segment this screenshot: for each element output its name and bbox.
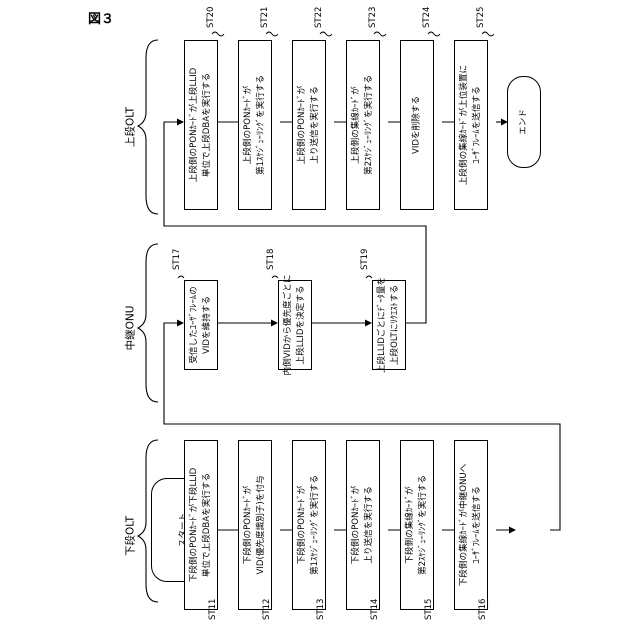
step-text-st22: 上段側のPONｶｰﾄﾞが上り送信を実行する	[296, 86, 322, 165]
step-line: 第1ｽｹｼﾞｭｰﾘﾝｸﾞを実行する	[255, 75, 268, 175]
step-line: 下段側の集線ｶｰﾄﾞが中継ONUへ	[458, 464, 471, 587]
step-line: VID(優先度識別子)を付与	[255, 475, 268, 574]
step-text-st20: 上段側のPONｶｰﾄﾞが上段LLID単位で上段DBAを実行する	[188, 68, 214, 182]
step-id-st22: ST22	[314, 7, 324, 28]
step-box-st24: VIDを削除する	[400, 40, 434, 210]
step-id-st17: ST17	[172, 249, 182, 270]
step-box-st14: 下段側のPONｶｰﾄﾞが上り送信を実行する	[346, 440, 380, 610]
step-text-st21: 上段側のPONｶｰﾄﾞが第1ｽｹｼﾞｭｰﾘﾝｸﾞを実行する	[242, 75, 268, 175]
step-id-st14: ST14	[370, 599, 380, 620]
lane-title-lower: 下段OLT	[123, 516, 138, 556]
step-box-st20: 上段側のPONｶｰﾄﾞが上段LLID単位で上段DBAを実行する	[184, 40, 218, 210]
step-id-st19: ST19	[360, 249, 370, 270]
step-id-st23: ST23	[368, 7, 378, 28]
step-line: 上段OLTにﾘｸｴｽﾄする	[389, 277, 402, 373]
step-box-st17: 受信したﾕｰｻﾞﾌﾚｰﾑのVIDを維持する	[184, 280, 218, 370]
step-line: ﾕｰｻﾞﾌﾚｰﾑを送信する	[471, 464, 484, 587]
step-id-st21: ST21	[260, 7, 270, 28]
leader-st23	[374, 32, 386, 36]
step-line: 第2ｽｹｼﾞｭｰﾘﾝｸﾞを実行する	[417, 475, 430, 575]
step-line: 受信したﾕｰｻﾞﾌﾚｰﾑの	[188, 286, 201, 363]
step-box-st18: 内側VIDから優先度ごとに上段LLIDを決定する	[278, 280, 312, 370]
step-line: 上り送信を実行する	[309, 86, 322, 165]
step-box-st16: 下段側の集線ｶｰﾄﾞが中継ONUへﾕｰｻﾞﾌﾚｰﾑを送信する	[454, 440, 488, 610]
step-line: 上段側のPONｶｰﾄﾞが上段LLID	[188, 68, 201, 182]
step-id-st24: ST24	[422, 7, 432, 28]
step-box-st11: 下段側のPONｶｰﾄﾞが下段LLID単位で上段DBAを実行する	[184, 440, 218, 610]
step-line: ﾕｰｻﾞﾌﾚｰﾑを送信する	[471, 65, 484, 185]
step-id-st16: ST16	[478, 599, 488, 620]
step-text-st18: 内側VIDから優先度ごとに上段LLIDを決定する	[282, 275, 308, 376]
step-line: 下段側のPONｶｰﾄﾞが	[350, 486, 363, 565]
step-line: 上段側のPONｶｰﾄﾞが	[296, 86, 309, 165]
step-text-st13: 下段側のPONｶｰﾄﾞが第1ｽｹｼﾞｭｰﾘﾝｸﾞを実行する	[296, 475, 322, 575]
leader-st22	[320, 32, 332, 36]
step-box-st12: 下段側のPONｶｰﾄﾞがVID(優先度識別子)を付与	[238, 440, 272, 610]
step-line: 第2ｽｹｼﾞｭｰﾘﾝｸﾞを実行する	[363, 75, 376, 175]
step-line: 上り送信を実行する	[363, 486, 376, 565]
step-line: 単位で上段DBAを実行する	[201, 468, 214, 582]
leader-st24	[428, 32, 440, 36]
step-line: 単位で上段DBAを実行する	[201, 68, 214, 182]
step-line: 上段LLIDごとにﾃﾞｰﾀ量を	[376, 277, 389, 373]
step-text-st24: VIDを削除する	[411, 96, 424, 154]
step-line: 第1ｽｹｼﾞｭｰﾘﾝｸﾞを実行する	[309, 475, 322, 575]
step-line: 下段側のPONｶｰﾄﾞが	[242, 475, 255, 574]
step-leaders	[178, 32, 494, 608]
step-id-st11: ST11	[208, 599, 218, 620]
end-terminal: エンド	[507, 76, 541, 168]
step-box-st19: 上段LLIDごとにﾃﾞｰﾀ量を上段OLTにﾘｸｴｽﾄする	[372, 280, 406, 370]
step-id-st18: ST18	[266, 249, 276, 270]
leader-st21	[266, 32, 278, 36]
step-line: 上段LLIDを決定する	[295, 275, 308, 376]
leader-st25	[482, 32, 494, 36]
step-text-st23: 上段側の集線ｶｰﾄﾞが第2ｽｹｼﾞｭｰﾘﾝｸﾞを実行する	[350, 75, 376, 175]
step-box-st22: 上段側のPONｶｰﾄﾞが上り送信を実行する	[292, 40, 326, 210]
step-text-st15: 下段側の集線ｶｰﾄﾞが第2ｽｹｼﾞｭｰﾘﾝｸﾞを実行する	[404, 475, 430, 575]
step-text-st16: 下段側の集線ｶｰﾄﾞが中継ONUへﾕｰｻﾞﾌﾚｰﾑを送信する	[458, 464, 484, 587]
step-line: VIDを維持する	[201, 286, 214, 363]
step-id-st25: ST25	[476, 7, 486, 28]
step-text-st14: 下段側のPONｶｰﾄﾞが上り送信を実行する	[350, 486, 376, 565]
step-line: 内側VIDから優先度ごとに	[282, 275, 295, 376]
end-label: エンド	[518, 109, 531, 135]
leader-st20	[212, 32, 224, 36]
step-text-st11: 下段側のPONｶｰﾄﾞが下段LLID単位で上段DBAを実行する	[188, 468, 214, 582]
step-id-st13: ST13	[316, 599, 326, 620]
lane-title-relay: 中継ONU	[123, 306, 138, 351]
step-line: 上段側のPONｶｰﾄﾞが	[242, 75, 255, 175]
step-line: 上段側の集線ｶｰﾄﾞが	[350, 75, 363, 175]
step-text-st19: 上段LLIDごとにﾃﾞｰﾀ量を上段OLTにﾘｸｴｽﾄする	[376, 277, 402, 373]
step-text-st12: 下段側のPONｶｰﾄﾞがVID(優先度識別子)を付与	[242, 475, 268, 574]
step-id-st15: ST15	[424, 599, 434, 620]
step-box-st25: 上段側の集線ｶｰﾄﾞが上位装置にﾕｰｻﾞﾌﾚｰﾑを送信する	[454, 40, 488, 210]
upper-lane-bracket	[138, 40, 158, 214]
relay-lane-bracket	[138, 244, 158, 402]
leader-st17	[178, 276, 184, 278]
step-line: 下段側のPONｶｰﾄﾞが	[296, 475, 309, 575]
step-box-st21: 上段側のPONｶｰﾄﾞが第1ｽｹｼﾞｭｰﾘﾝｸﾞを実行する	[238, 40, 272, 210]
step-box-st23: 上段側の集線ｶｰﾄﾞが第2ｽｹｼﾞｭｰﾘﾝｸﾞを実行する	[346, 40, 380, 210]
step-box-st13: 下段側のPONｶｰﾄﾞが第1ｽｹｼﾞｭｰﾘﾝｸﾞを実行する	[292, 440, 326, 610]
lane-title-upper: 上段OLT	[123, 107, 138, 147]
leader-st18	[272, 276, 278, 278]
step-box-st15: 下段側の集線ｶｰﾄﾞが第2ｽｹｼﾞｭｰﾘﾝｸﾞを実行する	[400, 440, 434, 610]
step-id-st12: ST12	[262, 599, 272, 620]
leader-st19	[366, 276, 372, 278]
step-line: VIDを削除する	[411, 96, 424, 154]
step-id-st20: ST20	[206, 7, 216, 28]
step-line: 下段側の集線ｶｰﾄﾞが	[404, 475, 417, 575]
step-line: 下段側のPONｶｰﾄﾞが下段LLID	[188, 468, 201, 582]
step-text-st25: 上段側の集線ｶｰﾄﾞが上位装置にﾕｰｻﾞﾌﾚｰﾑを送信する	[458, 65, 484, 185]
step-line: 上段側の集線ｶｰﾄﾞが上位装置に	[458, 65, 471, 185]
step-text-st17: 受信したﾕｰｻﾞﾌﾚｰﾑのVIDを維持する	[188, 286, 214, 363]
